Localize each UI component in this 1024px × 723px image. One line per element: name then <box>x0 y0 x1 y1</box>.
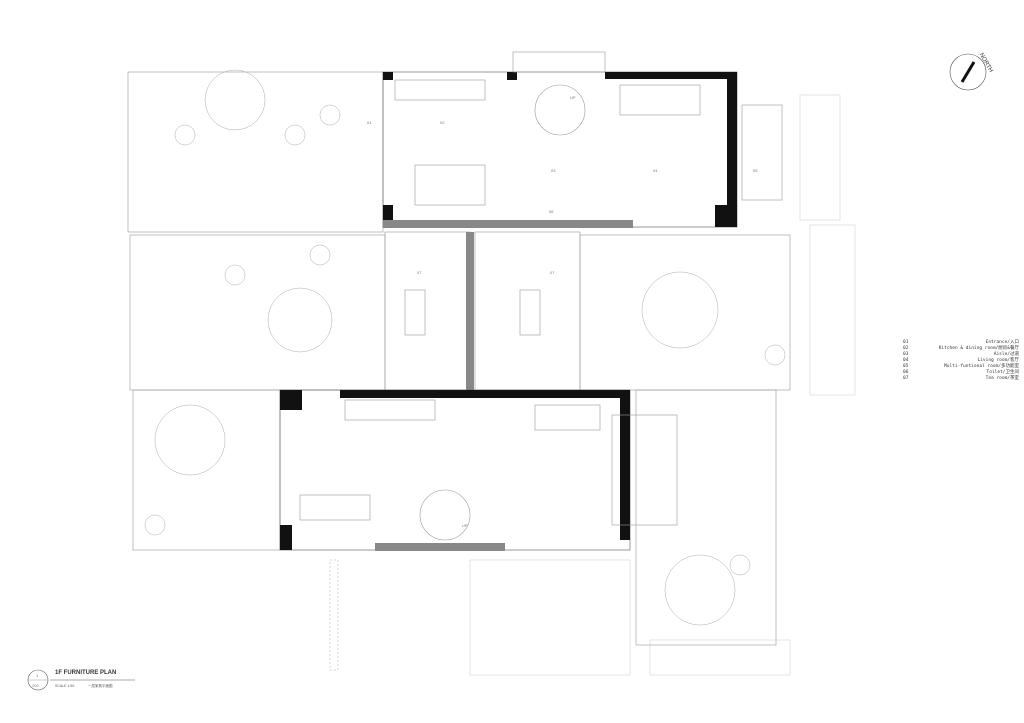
decking <box>469 94 856 676</box>
legend-label: Tea room/茶室 <box>985 376 1019 381</box>
stair-label: UP <box>570 95 576 100</box>
legend-label: Aisle/过道 <box>993 352 1019 357</box>
sheet-number: 200 <box>32 683 39 688</box>
legend-label: Multi-funtional room/多功能室 <box>944 364 1019 369</box>
north-arrow-icon <box>949 53 987 91</box>
upper-unit <box>382 51 783 228</box>
drawing-scale: SCALE 1:50 <box>55 684 75 688</box>
legend-label: Kitchen & dining room/厨房&餐厅 <box>938 346 1019 351</box>
legend-num: 07 <box>903 376 909 381</box>
legend-num: 05 <box>903 364 909 369</box>
legend-num: 03 <box>903 352 909 357</box>
room-tag: 04 <box>653 168 658 173</box>
room-tag: 06 <box>549 209 554 214</box>
spiral-stair <box>419 489 471 541</box>
courtyard-mid-left <box>129 234 386 391</box>
room-tag: 07 <box>417 270 422 275</box>
drawing-number: 1 <box>36 673 39 678</box>
courtyard-upper-left <box>127 71 384 233</box>
legend-label: Toilet/卫生间 <box>986 370 1019 375</box>
legend-num: 06 <box>903 370 909 375</box>
tea-rooms <box>384 231 581 391</box>
room-tag: 07 <box>550 270 555 275</box>
legend-label: Living room/客厅 <box>977 358 1019 363</box>
spiral-stair <box>534 84 586 136</box>
legend-num: 04 <box>903 358 909 363</box>
room-legend: 01 Entrance/入口 02 Kitchen & dining room/厨房… <box>903 340 1019 382</box>
legend-num: 01 <box>903 340 909 345</box>
courtyard-lower-left <box>132 389 281 551</box>
legend-num: 02 <box>903 346 909 351</box>
trees <box>144 69 786 626</box>
drawing-subtitle: 一层家具平面图 <box>88 684 113 688</box>
room-tag: 05 <box>753 168 758 173</box>
room-tag: 03 <box>551 168 556 173</box>
courtyard-mid-right <box>579 234 791 391</box>
drawing-title: 1F FURNITURE PLAN <box>55 670 117 676</box>
stair-label: UP <box>462 523 468 528</box>
planting-grid <box>329 559 339 671</box>
room-tag: 01 <box>367 120 372 125</box>
legend-label: Entrance/入口 <box>985 340 1019 345</box>
lower-unit <box>279 389 678 551</box>
room-tag: 02 <box>440 120 445 125</box>
courtyard-lower-right <box>635 389 777 646</box>
